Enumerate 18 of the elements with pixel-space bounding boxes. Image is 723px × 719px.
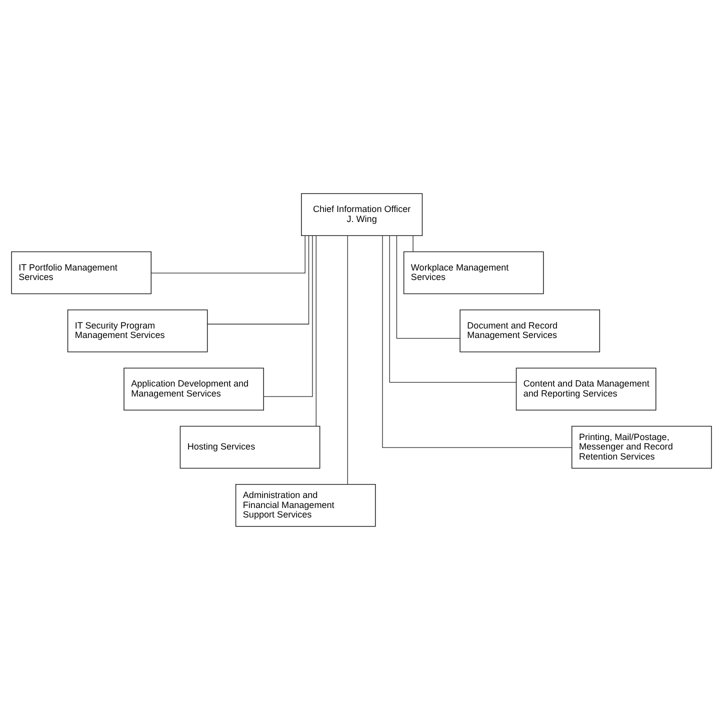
- connector: [263, 234, 313, 396]
- connector: [207, 234, 310, 324]
- node-box: Chief Information Officer J. Wing: [301, 192, 423, 236]
- node-box: Workplace Management Services: [403, 250, 544, 294]
- connector: [382, 234, 572, 448]
- node-box: Document and Record Management Services: [460, 309, 600, 352]
- node-box: Application Development and Management Services: [124, 367, 264, 410]
- connector: [396, 235, 460, 338]
- node-box: IT Security Program Management Services: [67, 309, 208, 352]
- connector: [150, 234, 306, 273]
- connector: [389, 234, 517, 382]
- node-box: Hosting Services: [180, 425, 320, 468]
- node-box: Administration and Financial Management Support Services: [235, 484, 376, 526]
- connector: [347, 234, 348, 484]
- node-box: IT Portfolio Management Services: [11, 250, 152, 294]
- node-box: Content and Data Management and Reporting Services: [516, 367, 656, 410]
- connector: [412, 234, 414, 252]
- node-box: Printing, Mail/Postage, Messenger and Record Retention Services: [571, 425, 712, 468]
